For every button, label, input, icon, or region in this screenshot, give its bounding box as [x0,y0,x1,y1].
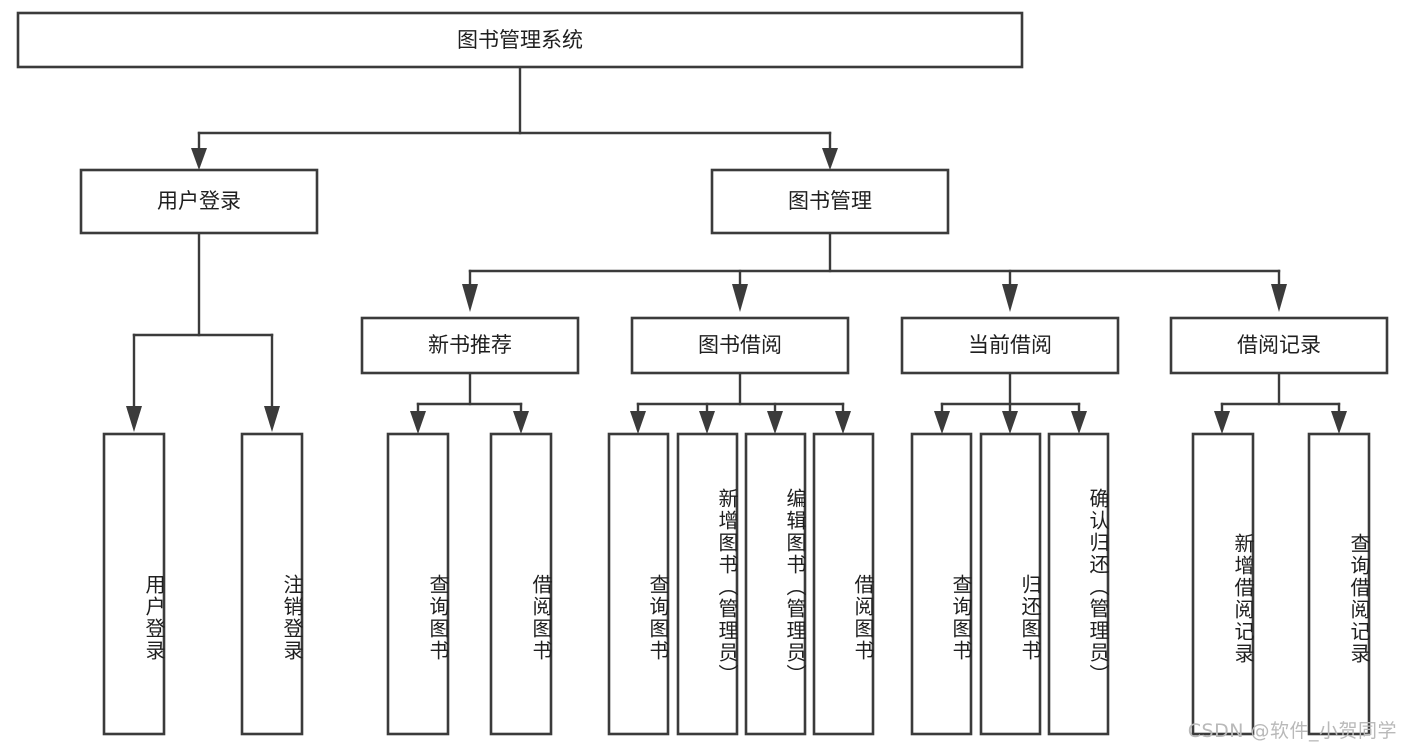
arrowhead-leaf-query-book-2 [630,411,646,434]
node-current-borrow[interactable]: 当前借阅 [900,316,1120,375]
node-user-login-label: 用户登录 [157,189,241,213]
node-book-manage-box[interactable] [710,168,950,235]
arrowhead-book-manage [822,148,838,170]
node-book-manage[interactable]: 图书管理 [710,168,950,235]
connector-group-book-borrow [630,371,851,434]
arrowhead-leaf-query-book-3 [934,411,950,434]
node-user-login[interactable]: 用户登录 [79,168,319,235]
node-book-manage-label: 图书管理 [788,189,872,213]
node-book-borrow-label: 图书借阅 [698,333,782,357]
leaf-box-query-book-2[interactable] [607,432,670,736]
leaf-box-logout-login[interactable] [240,432,304,736]
leaf-box-return-book[interactable] [979,432,1042,736]
node-borrow-record-box[interactable] [1169,316,1389,375]
arrowhead-leaf-edit-book [767,411,783,434]
arrowhead-leaf-borrow-book-1 [513,411,529,434]
leaf-box-borrow-book-2[interactable] [812,432,875,736]
node-new-book-recommend-label: 新书推荐 [428,333,512,357]
node-current-borrow-box[interactable] [900,316,1120,375]
connector-group-root [191,65,838,170]
node-book-borrow-box[interactable] [630,316,850,375]
leaf-box-edit-book[interactable] [744,432,807,736]
node-borrow-record-label: 借阅记录 [1237,333,1321,357]
leaf-box-query-record[interactable] [1307,432,1371,736]
node-user-login-box[interactable] [79,168,319,235]
arrowhead-current-borrow [1002,284,1018,312]
node-borrow-record[interactable]: 借阅记录 [1169,316,1389,375]
arrowhead-leaf-add-record [1214,411,1230,434]
leaf-box-borrow-book-1[interactable] [489,432,553,736]
connector-group-user-login [126,231,280,432]
arrowhead-leaf-query-book-1 [410,411,426,434]
arrowhead-new-book-recommend [462,284,478,312]
csdn-watermark: CSDN @软件_小贺同学 [1187,720,1397,742]
leaf-box-query-book-1[interactable] [386,432,450,736]
connector-group-current-borrow [934,371,1087,434]
node-current-borrow-label: 当前借阅 [968,333,1052,357]
leaf-box-add-record[interactable] [1191,432,1255,736]
arrowhead-book-borrow [732,284,748,312]
connector-group-new-book-recommend [410,371,529,434]
node-root-box[interactable] [16,11,1024,69]
connector-group-book-manage [462,231,1287,312]
arrowhead-borrow-record [1271,284,1287,312]
node-new-book-recommend-box[interactable] [360,316,580,375]
node-new-book-recommend[interactable]: 新书推荐 [360,316,580,375]
arrowhead-leaf-borrow-book-2 [835,411,851,434]
leaf-box-query-book-3[interactable] [910,432,973,736]
connector-group-borrow-record [1214,371,1347,434]
leaf-box-add-book[interactable] [676,432,739,736]
arrowhead-leaf-confirm-return [1071,411,1087,434]
node-root[interactable]: 图书管理系统 [16,11,1024,69]
node-root-label: 图书管理系统 [457,28,583,52]
arrowhead-leaf-logout-login [264,406,280,432]
arrowhead-leaf-user-login [126,406,142,432]
leaf-box-user-login[interactable] [102,432,166,736]
arrowhead-leaf-add-book [699,411,715,434]
arrowhead-user-login [191,148,207,170]
arrowhead-leaf-return-book [1002,411,1018,434]
leaf-box-confirm-return[interactable] [1047,432,1110,736]
arrowhead-leaf-query-record [1331,411,1347,434]
node-book-borrow[interactable]: 图书借阅 [630,316,850,375]
